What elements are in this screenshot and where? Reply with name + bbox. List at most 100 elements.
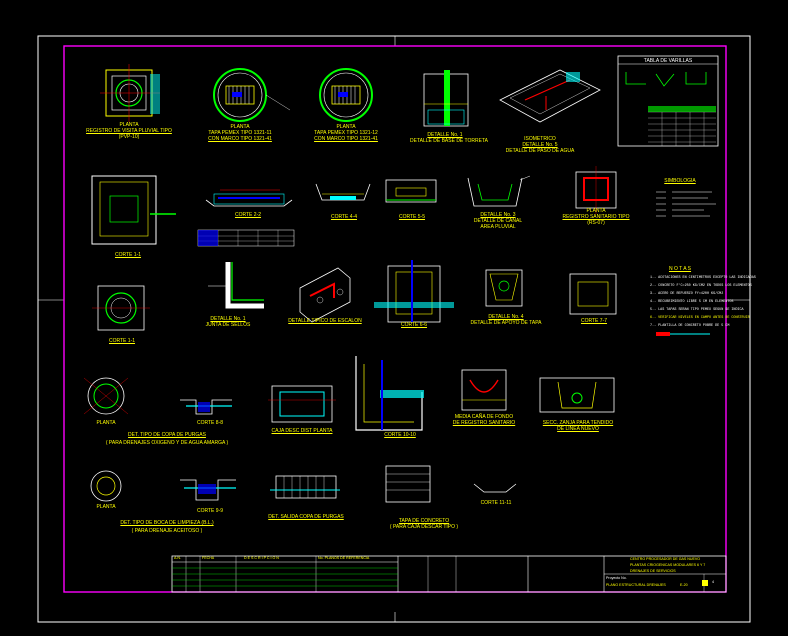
title-block-rows — [172, 567, 398, 587]
boca-limpieza-plan — [90, 470, 122, 502]
tb-plano: PLANO ESTRUCTURAL DRENAJES — [606, 583, 666, 587]
corte-5-5-section — [385, 179, 437, 203]
registro-pluvial-plan — [100, 64, 160, 122]
d3-sub: CON MARCO TIPO 1321-41 — [314, 136, 378, 142]
mc-title: MEDIA CAÑA DE FONDO — [454, 414, 514, 420]
d1-sub: (PVP-10) — [118, 134, 140, 140]
tb-clave: E-20 — [680, 583, 688, 587]
apoyo-tapa-detail — [485, 269, 523, 307]
caja-desc-plan — [268, 385, 336, 423]
tapa-pemex-11-plan — [213, 68, 291, 122]
copa-purgas-plan — [83, 377, 129, 415]
d4b-sub: DETALLE DE APOYO DE TAPA — [470, 320, 542, 326]
d5-title: ISOMETRICO — [524, 136, 556, 142]
varillas-title: TABLA DE VARILLAS — [643, 58, 693, 64]
c7-title: CORTE 7-7 — [580, 318, 608, 324]
c6-title: CORTE 6-6 — [400, 322, 428, 328]
c10-title: CORTE 10-10 — [384, 432, 416, 438]
simbologia — [656, 191, 716, 217]
d3b-sub: DETALLE DE CANAL — [473, 218, 523, 224]
zs-sub: DE LINEA NUEVO — [557, 426, 599, 432]
tb-col-c: D E S C R I P C I O N — [244, 556, 279, 560]
notes-header: N O T A S — [668, 266, 692, 272]
tabla-varillas — [617, 55, 719, 147]
d3b-title: DETALLE No. 3 — [480, 212, 516, 218]
c2-title: CORTE 2-2 — [234, 212, 262, 218]
c1111-title: CORTE 11-11 — [480, 500, 512, 506]
zanja-section — [539, 377, 615, 413]
d2-sub: CON MARCO TIPO 1321-41 — [208, 136, 272, 142]
sp-title: DET. SALIDA COPA DE PURGAS — [268, 514, 344, 520]
registro-sanitario-plan — [575, 166, 617, 214]
corte-2-2-section — [197, 189, 295, 247]
tc-sub: ( PARA CAJA DESCAR TIPO ) — [389, 524, 459, 530]
tapa-concreto-detail — [385, 465, 517, 503]
note-line: 4.- RECUBRIMIENTO LIBRE 5 CM EN ELEMENTO… — [650, 300, 734, 304]
simbologia-title: SIMBOLOGIA — [664, 178, 696, 184]
tb-rev: 4 — [712, 580, 714, 584]
base-torreta-detail — [423, 70, 469, 127]
tb-col-b: FECHA — [202, 556, 215, 560]
note-line: 1.- ACOTACIONES EN CENTIMETROS EXCEPTO L… — [650, 276, 756, 280]
cf-sub: ( PARA DRENAJES OXIGENO Y DE AGUA AMARGA… — [105, 440, 229, 446]
bl-title: DET. TIPO DE BOCA DE LIMPIEZA (B.L.) — [120, 520, 214, 526]
bl-l2: CORTE 9-9 — [196, 508, 224, 514]
c11-title: CORTE 1-1 — [108, 338, 136, 344]
d2-title: PLANTA — [230, 124, 250, 130]
note-line: 3.- ACERO DE REFUERZO FY=4200 KG/CM2 — [650, 292, 724, 296]
zs-title: SECC. ZANJA PARA TENDIDO — [542, 420, 614, 426]
corte-7-7-section — [569, 273, 617, 315]
tb-title3: DRENAJES DE SERVICIOS — [630, 569, 676, 573]
cf-l2: CORTE 8-8 — [196, 420, 224, 426]
detalle-3-canal — [467, 175, 531, 207]
corte-6-6-section — [374, 260, 454, 323]
note-line: 6.- VERIFICAR NIVELES EN CAMPO ANTES DE … — [650, 316, 750, 320]
media-cana-detail — [461, 369, 507, 411]
salida-copa-detail — [270, 475, 340, 499]
d1b-sub: JUNTA DE SELLOS — [205, 322, 251, 328]
tapa-pemex-12-plan — [319, 68, 373, 122]
d5-sub: DETALLE DE PASO DE AGUA — [505, 148, 575, 154]
bl-l1: PLANTA — [96, 504, 116, 510]
d4-title: DETALLE No. 1 — [427, 132, 463, 138]
dt-title: DETALLE TIPICO DE ESCALON — [288, 318, 362, 324]
tb-title2: PLANTAS CRIOGENICAS MODULARES 6 Y 7 — [630, 563, 706, 567]
d1-title2: REGISTRO DE VISITA PLUVIAL TIPO — [86, 128, 172, 134]
corte-1-1-plan — [92, 285, 150, 331]
d3-title: PLANTA — [336, 124, 356, 130]
bl-sub: ( PARA DRENAJE ACEITOSO ) — [131, 528, 203, 534]
tc-title: TAPA DE CONCRETO — [398, 518, 450, 524]
note-line: 7.- PLANTILLA DE CONCRETO POBRE DE 5 CM — [650, 324, 730, 328]
escalon-detail — [299, 267, 351, 323]
rs-sub: (RS-07) — [587, 220, 605, 226]
cf-l1: PLANTA — [96, 420, 116, 426]
tb-col-a: A.N. — [174, 556, 181, 560]
cd-title: CAJA DESC DIST PLANTA — [271, 428, 333, 434]
mc-sub: DE REGISTRO SANITARIO — [452, 420, 516, 426]
d1b-title: DETALLE No. 1 — [210, 316, 246, 322]
note-line: 5.- LAS TAPAS SERAN TIPO PEMEX SEGUN SE … — [650, 308, 744, 312]
tb-col-d: No. PLANOS DE REFERENCIA — [318, 556, 370, 560]
d3b-sub2: AREA PLUVIAL — [480, 224, 516, 230]
outer-frame — [37, 35, 751, 623]
rs-title: PLANTA — [586, 208, 606, 214]
c1-title: CORTE 1-1 — [114, 252, 142, 258]
note-line: 2.- CONCRETO F'C=250 KG/CM2 EN TODOS LOS… — [650, 284, 752, 288]
d4b-title: DETALLE No. 4 — [488, 314, 524, 320]
c5-title: CORTE 5-5 — [398, 214, 426, 220]
d3-title2: TAPA PEMEX TIPO 1321-12 — [314, 130, 378, 136]
boca-limpieza-corte — [180, 479, 236, 501]
d4-sub: DETALLE DE BASE DE TORRETA — [410, 138, 488, 144]
corte-10-10-section — [355, 356, 424, 431]
junta-sellos-detail — [208, 262, 264, 309]
d5-title2: DETALLE No. 5 — [522, 142, 558, 148]
d2-title2: TAPA PEMEX TIPO 1321-11 — [208, 130, 272, 136]
tb-proyecto: Proyecto No. — [606, 576, 627, 580]
rs-title2: REGISTRO SANITARIO TIPO — [562, 214, 630, 220]
c4-title: CORTE 4-4 — [330, 214, 358, 220]
cf-title: DET. TIPO DE COPA DE PURGAS — [128, 432, 206, 438]
d1-title: PLANTA — [119, 122, 139, 128]
copa-purgas-corte — [180, 399, 232, 415]
corte-4-4-section — [315, 183, 371, 201]
